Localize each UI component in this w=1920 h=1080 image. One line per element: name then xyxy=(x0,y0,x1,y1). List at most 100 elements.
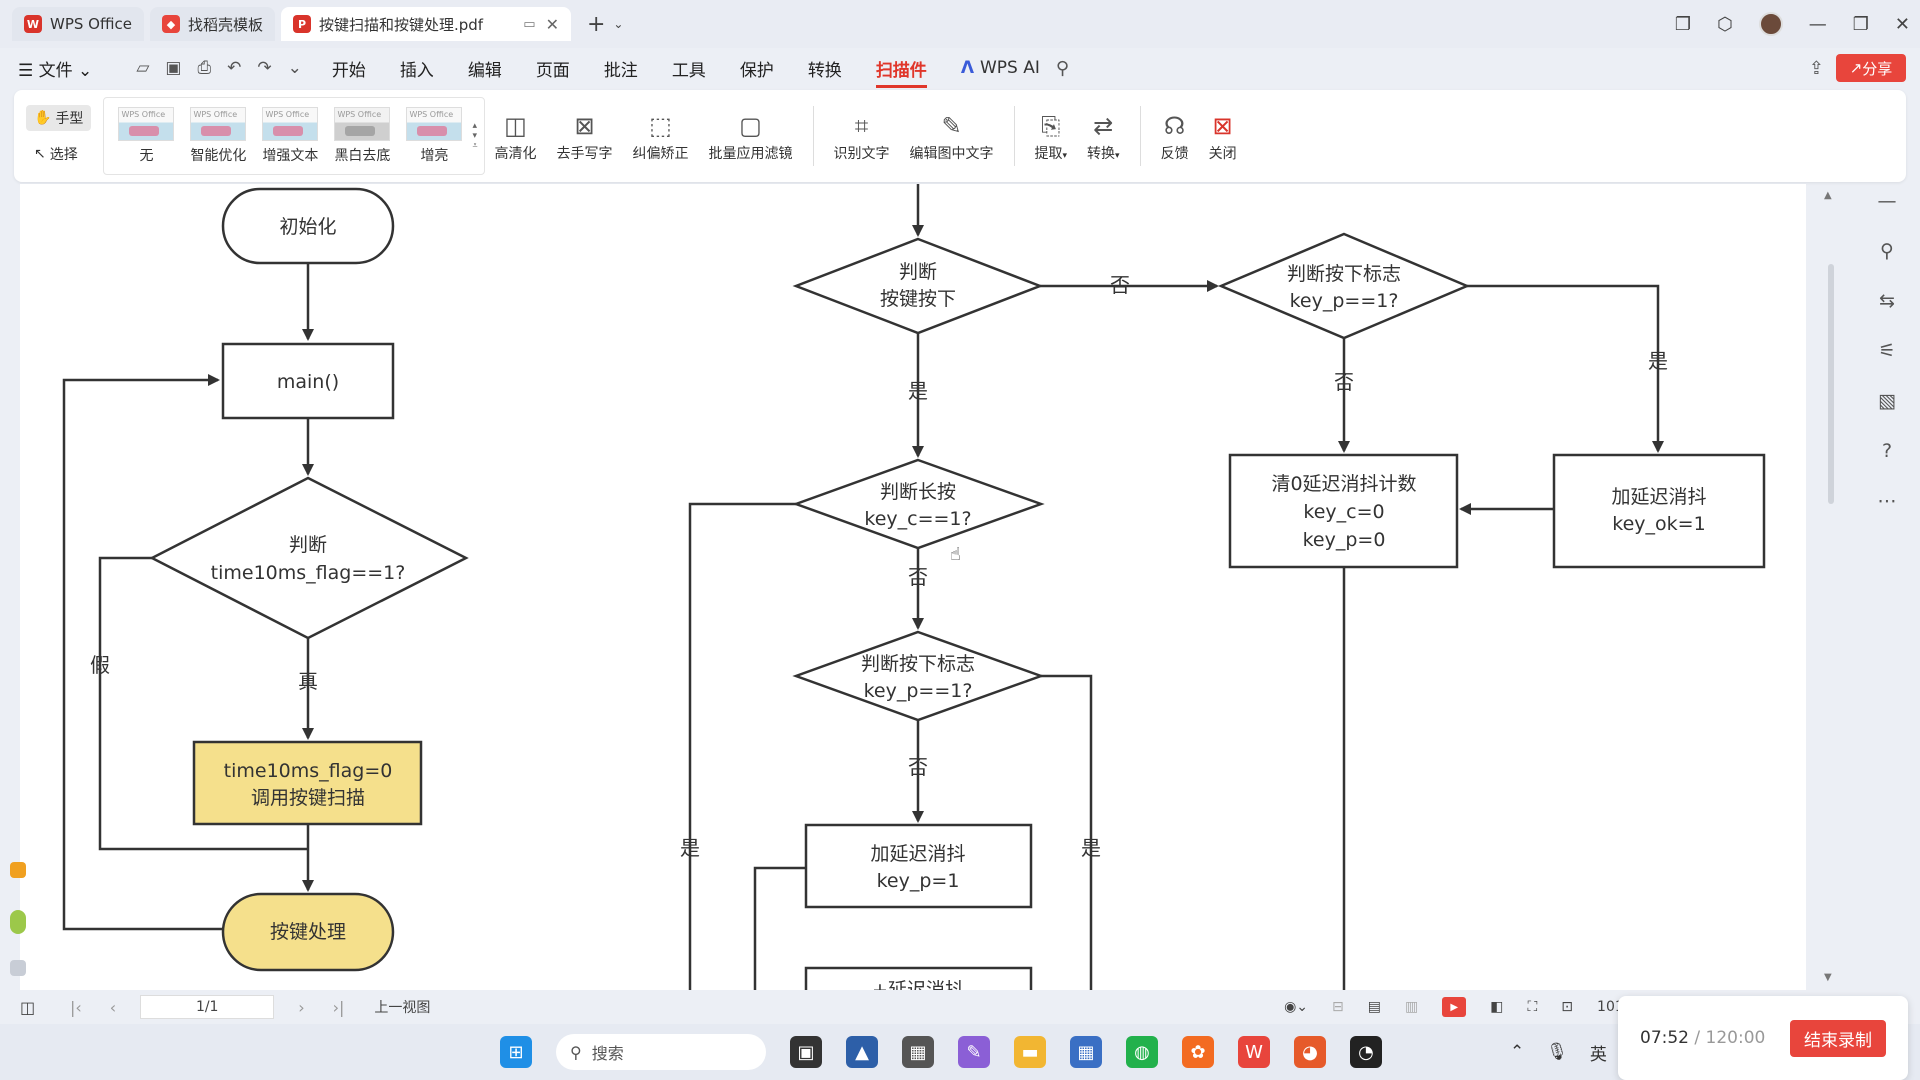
chevron-down-icon[interactable]: ⌄ xyxy=(613,17,624,31)
deskew-button[interactable]: ⬚纠偏矫正 xyxy=(633,109,689,163)
help-icon[interactable]: ? xyxy=(1881,440,1893,462)
menu-convert[interactable]: 转换 xyxy=(807,60,842,81)
collapse-icon[interactable]: — xyxy=(1877,190,1897,212)
redo-icon[interactable]: ↷ xyxy=(257,58,272,78)
windows-start-icon[interactable]: ⊞ xyxy=(500,1036,532,1068)
batch-filter-button[interactable]: ▢批量应用滤镜 xyxy=(709,109,793,163)
more-icon[interactable]: ⋯ xyxy=(1877,490,1897,512)
chevron-up-icon[interactable]: ⌃ xyxy=(1510,1042,1525,1062)
next-page-icon[interactable]: › xyxy=(298,997,305,1017)
first-page-icon[interactable]: |‹ xyxy=(70,997,82,1017)
stop-recording-button[interactable]: 结束录制 xyxy=(1790,1019,1886,1057)
two-page-icon[interactable]: ▥ xyxy=(1405,999,1419,1015)
file-explorer-icon[interactable]: ▬ xyxy=(1014,1036,1046,1068)
app-triangle-icon[interactable]: ▲ xyxy=(846,1036,878,1068)
close-scan-button[interactable]: ⊠关闭 xyxy=(1209,109,1237,163)
menu-page[interactable]: 页面 xyxy=(535,60,570,81)
scroll-down-icon[interactable]: ▼ xyxy=(1824,972,1832,983)
menu-start[interactable]: 开始 xyxy=(331,60,366,81)
press-flag-decision xyxy=(792,630,1045,722)
screen-icon[interactable]: ▭ xyxy=(523,16,536,32)
wps-ai-button[interactable]: Λ WPS AI xyxy=(960,58,1040,78)
menu-comment[interactable]: 批注 xyxy=(603,60,638,81)
expand-icon[interactable]: ⩡ xyxy=(472,141,478,151)
input-language[interactable]: 英 xyxy=(1589,1044,1607,1065)
previous-view-button[interactable]: 上一视图 xyxy=(374,1000,431,1016)
menu-insert[interactable]: 插入 xyxy=(399,60,434,81)
restore-icon[interactable]: ❐ xyxy=(1852,13,1869,35)
hd-button[interactable]: ◫高清化 xyxy=(495,109,537,163)
avatar[interactable] xyxy=(1758,12,1783,36)
fullscreen-icon[interactable]: ⛶ xyxy=(1527,999,1538,1015)
menu-file[interactable]: ☰ 文件 ⌄ xyxy=(18,60,93,81)
search-icon[interactable]: ⚲ xyxy=(1055,57,1070,79)
app-notes-icon[interactable]: ✎ xyxy=(958,1036,990,1068)
calculator-icon[interactable]: ▦ xyxy=(1070,1036,1102,1068)
page-fit-icon[interactable]: ⊡ xyxy=(1561,999,1574,1015)
close-window-icon[interactable]: ✕ xyxy=(1894,13,1910,35)
feedback-button[interactable]: ☊反馈 xyxy=(1161,109,1189,163)
translate-icon[interactable]: ⇆ xyxy=(1879,290,1895,312)
scroll-thumb[interactable] xyxy=(1828,264,1834,504)
sidebar-toggle-icon[interactable]: ◫ xyxy=(20,997,36,1017)
ocr-button[interactable]: ⌗识别文字 xyxy=(834,109,890,163)
gallery-scroll[interactable]: ▴▾⩡ xyxy=(472,121,477,151)
adjust-icon[interactable]: ⚟ xyxy=(1878,340,1896,362)
wechat-icon[interactable]: ◍ xyxy=(1126,1036,1158,1068)
settings-app-icon[interactable]: ✿ xyxy=(1182,1036,1214,1068)
document-page[interactable]: 初始化 main() 判断 time10ms_flag==1? 假 真 time… xyxy=(20,184,1806,990)
qq-icon[interactable]: ◔ xyxy=(1350,1036,1382,1068)
menu-scan[interactable]: 扫描件 xyxy=(875,56,927,88)
save-icon[interactable]: ▣ xyxy=(165,58,182,78)
new-tab-icon[interactable]: + xyxy=(586,11,606,37)
wps-app-icon[interactable]: W xyxy=(1238,1036,1270,1068)
app-chip-icon[interactable]: ▦ xyxy=(902,1036,934,1068)
reading-mode-icon[interactable]: ◧ xyxy=(1490,999,1504,1015)
close-tab-icon[interactable]: ✕ xyxy=(545,14,559,34)
menu-edit[interactable]: 编辑 xyxy=(467,60,502,81)
tab-template[interactable]: ◆ 找稻壳模板 xyxy=(149,7,275,41)
remove-handwriting-button[interactable]: ⊠去手写字 xyxy=(557,109,613,163)
vertical-scrollbar[interactable]: ▲ ▼ xyxy=(1820,184,1840,990)
task-view-icon[interactable]: ▣ xyxy=(790,1036,822,1068)
extract-button[interactable]: ⎘提取▾ xyxy=(1035,109,1068,163)
scroll-up-icon[interactable]: ▲ xyxy=(1824,190,1832,201)
hand-tool-button[interactable]: ✋手型 xyxy=(26,105,92,131)
prev-page-icon[interactable]: ‹ xyxy=(109,997,117,1017)
tab-document[interactable]: P 按键扫描和按键处理.pdf ▭ ✕ xyxy=(280,7,571,41)
taskbar-search[interactable]: ⚲ 搜索 xyxy=(556,1034,766,1070)
cube-icon[interactable]: ⬡ xyxy=(1717,13,1733,35)
tab-wps-office[interactable]: W WPS Office xyxy=(12,7,144,41)
select-tool-button[interactable]: ↖选择 xyxy=(34,146,78,163)
fit-width-icon[interactable]: ⊟ xyxy=(1332,999,1344,1015)
chevron-up-icon[interactable]: ▴ xyxy=(472,121,477,131)
share-button[interactable]: ↗ 分享 xyxy=(1836,54,1906,82)
convert-button[interactable]: ⇄转换▾ xyxy=(1087,109,1120,163)
single-page-icon[interactable]: ▤ xyxy=(1367,999,1382,1015)
play-icon[interactable]: ▶ xyxy=(1442,997,1467,1017)
notification-icon[interactable] xyxy=(10,862,26,878)
menu-protect[interactable]: 保护 xyxy=(739,60,774,81)
chevron-down-icon[interactable]: ⌄ xyxy=(287,58,302,78)
cloud-upload-icon[interactable]: ⇪ xyxy=(1808,58,1824,79)
chevron-down-icon[interactable]: ▾ xyxy=(472,131,477,141)
menu-tools[interactable]: 工具 xyxy=(671,60,706,81)
undo-icon[interactable]: ↶ xyxy=(227,58,242,78)
search-icon[interactable]: ⚲ xyxy=(1880,240,1894,262)
page-number-input[interactable]: 1/1 xyxy=(140,995,275,1019)
open-folder-icon[interactable]: ▱ xyxy=(136,58,150,78)
eye-icon[interactable]: ◉⌄ xyxy=(1284,999,1309,1015)
minimize-icon[interactable]: — xyxy=(1808,13,1827,35)
microphone-icon[interactable]: 🎙 xyxy=(1546,1042,1568,1062)
window-mode-icon[interactable]: ❐ xyxy=(1674,13,1692,35)
read-icon[interactable]: ▧ xyxy=(1878,390,1896,412)
last-page-icon[interactable]: ›| xyxy=(332,997,345,1017)
print-icon[interactable]: ⎙ xyxy=(197,58,212,78)
edit-image-text-button[interactable]: ✎编辑图中文字 xyxy=(910,109,994,163)
browser-icon[interactable]: ◕ xyxy=(1294,1036,1326,1068)
